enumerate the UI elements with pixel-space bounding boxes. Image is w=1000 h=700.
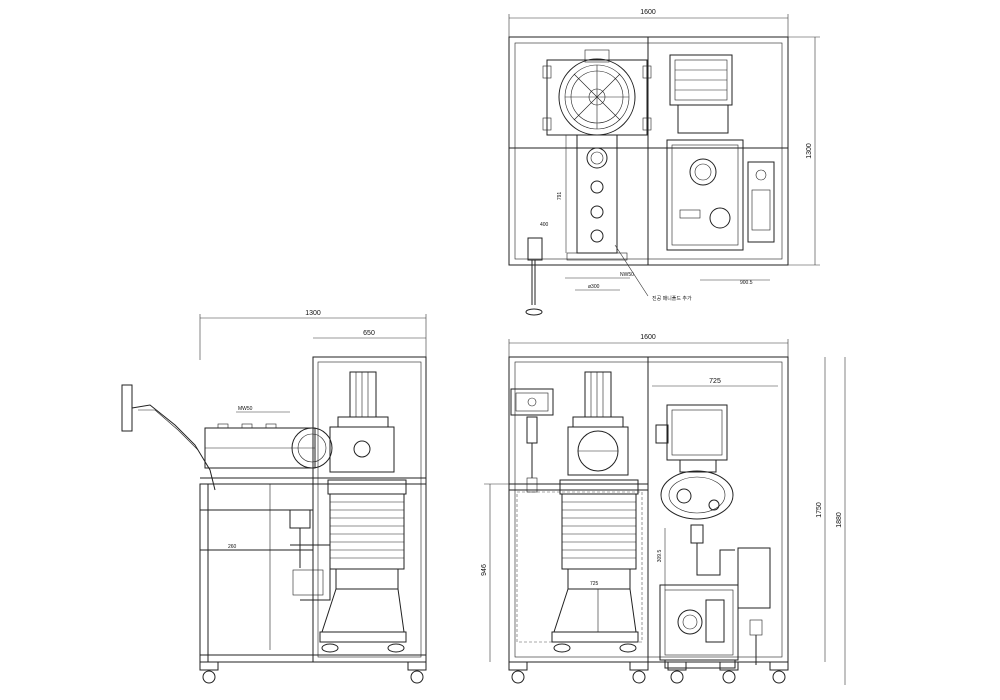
front-width-dim: 1600	[640, 334, 656, 341]
front-h-1880: 1880	[836, 512, 843, 528]
front-view: 1600 725 1750 1880 946 309.5	[481, 334, 846, 685]
front-h-309: 309.5	[657, 550, 663, 563]
monitor-side	[121, 384, 133, 432]
front-sub-dim: 725	[709, 378, 721, 385]
manifold-column: 791 NW50 ø300 진공 매니폴드 추가 400	[540, 134, 692, 302]
side-small-dim: 260	[228, 544, 237, 550]
side-sub-dim: 650	[363, 330, 375, 337]
top-height-791: 791	[557, 192, 563, 201]
top-note: 진공 매니폴드 추가	[652, 295, 692, 302]
top-depth-dim: 1300	[806, 143, 813, 159]
side-width-dim: 1300	[305, 310, 321, 317]
side-view: 1300 650 260 MW50	[121, 310, 427, 684]
pump-top: 900.5	[666, 54, 775, 286]
top-view: 1600 1300	[508, 9, 820, 316]
chamber-top	[542, 49, 652, 136]
side-mw50: MW50	[238, 406, 253, 412]
top-right-small: 900.5	[740, 280, 753, 286]
bellows-front	[561, 493, 637, 570]
front-center-725: 725	[590, 581, 599, 587]
monitor-arm-top	[525, 237, 543, 316]
top-nw50: NW50	[620, 272, 634, 278]
front-h-1750: 1750	[816, 502, 823, 518]
front-h-946: 946	[481, 564, 488, 576]
pump-front	[655, 404, 771, 669]
monitor-front	[510, 388, 554, 416]
top-width-dim: 1600	[640, 9, 656, 16]
top-small-dim: 400	[540, 222, 549, 228]
top-phi300: ø300	[588, 284, 600, 290]
bellows-side	[329, 493, 405, 570]
